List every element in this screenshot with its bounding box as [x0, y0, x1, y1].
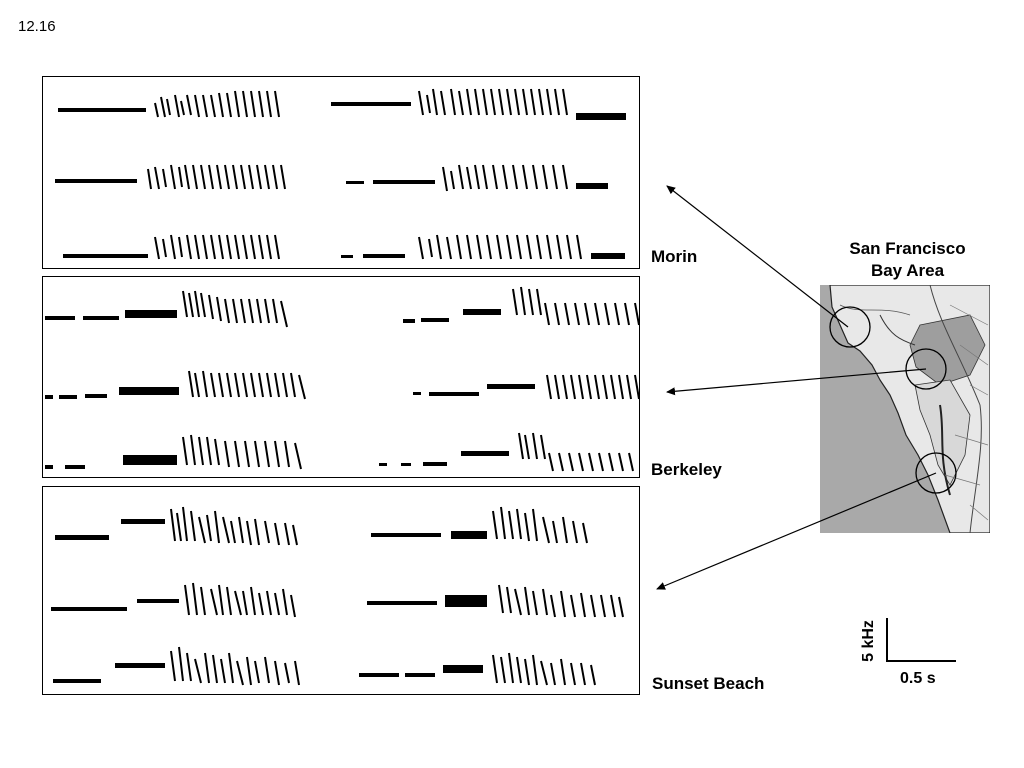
spectrogram-panel-morin [42, 76, 640, 269]
map-title: San Francisco Bay Area [825, 238, 990, 282]
site-label-sunset-beach: Sunset Beach [652, 674, 765, 693]
scale-bar-horizontal [886, 660, 956, 662]
map-title-line-2: Bay Area [870, 261, 945, 280]
site-label-morin: Morin [651, 247, 698, 266]
map-title-line-1: San Francisco [849, 239, 966, 258]
sonogram-rows-morin [55, 88, 626, 260]
map-drawing [829, 285, 990, 533]
spectrogram-panel-berkeley [42, 276, 640, 478]
scale-time-label: 0.5 s [900, 670, 936, 687]
sonogram-rows-sunset-beach [51, 506, 624, 686]
scale-bar-vertical [886, 618, 888, 661]
sonogram-rows-berkeley [45, 286, 639, 472]
bay-area-map-icon [820, 285, 990, 533]
scale-bar: 5 kHz 0.5 s [860, 612, 960, 692]
slide-number: 12.16 [18, 18, 56, 35]
scale-frequency-label: 5 kHz [859, 620, 877, 662]
spectrogram-panel-sunset-beach [42, 486, 640, 695]
site-label-berkeley: Berkeley [651, 460, 722, 479]
